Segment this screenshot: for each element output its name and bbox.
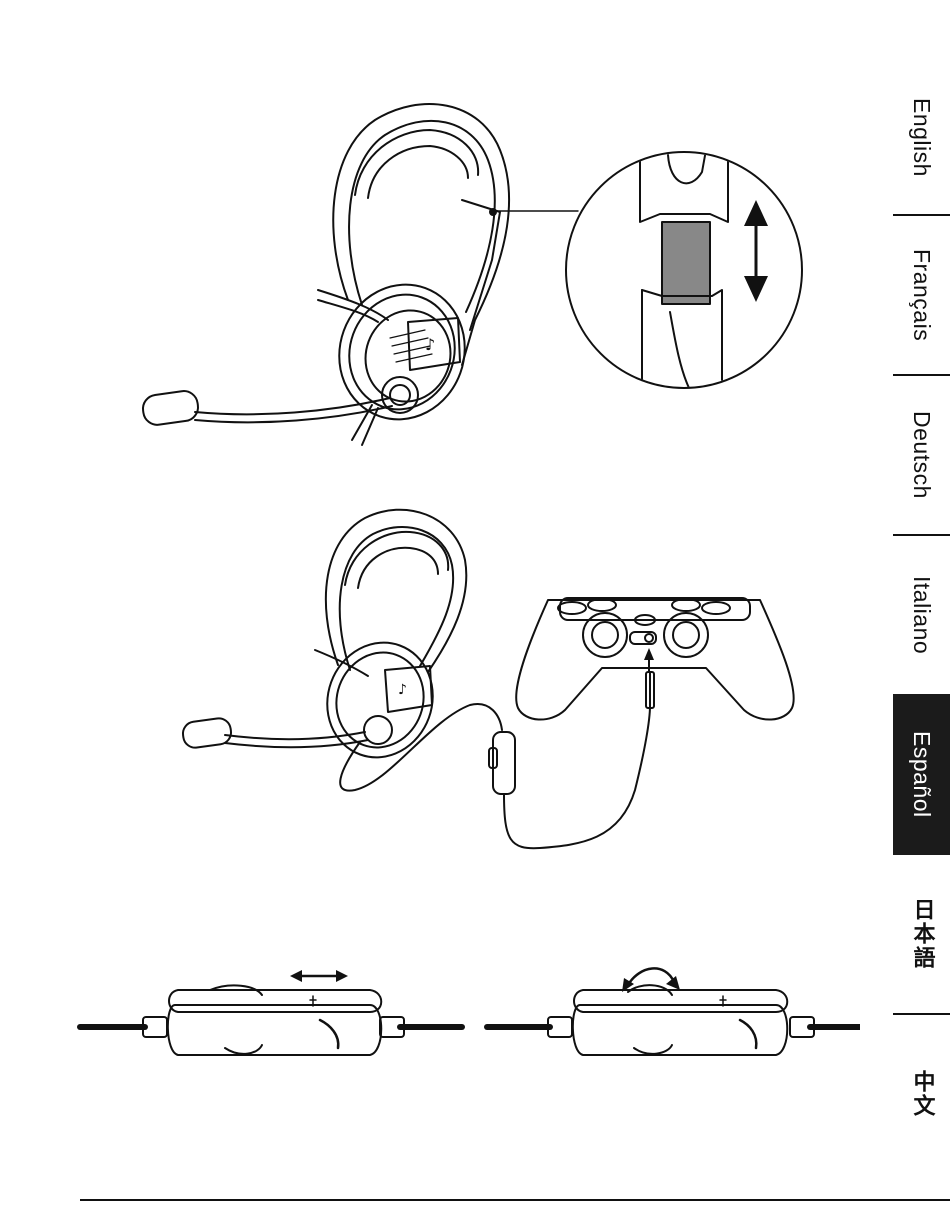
tab-chinese-label: 中文 [906,1070,938,1118]
footer-rule [80,1199,950,1201]
tab-francais-label: Français [908,249,935,341]
tab-espanol[interactable]: Español [893,694,950,855]
tab-english-label: English [908,98,935,177]
tab-italiano-label: Italiano [908,576,935,654]
tab-japanese-label: 日本語 [906,898,938,970]
svg-text:♪: ♪ [398,682,407,698]
inline-control-wheel-figure [487,968,860,1055]
tab-deutsch-label: Deutsch [908,411,935,499]
tab-francais[interactable]: Français [893,216,950,374]
tab-chinese[interactable]: 中文 [893,1015,950,1173]
tab-espanol-label: Español [908,731,935,818]
headband-adjust-detail [566,150,802,390]
tab-deutsch[interactable]: Deutsch [893,376,950,534]
inline-control-slide-figure [80,970,462,1055]
controller-illustration [516,598,794,720]
tab-japanese[interactable]: 日本語 [893,855,950,1013]
tab-italiano[interactable]: Italiano [893,536,950,694]
language-sidebar: English Français Deutsch Italiano Españo… [893,60,950,1160]
manual-illustrations: ♪ [0,0,860,1229]
tab-english[interactable]: English [893,60,950,214]
headset-figure-2: ♪ [181,510,650,849]
headset-figure-1: ♪ [141,104,578,445]
